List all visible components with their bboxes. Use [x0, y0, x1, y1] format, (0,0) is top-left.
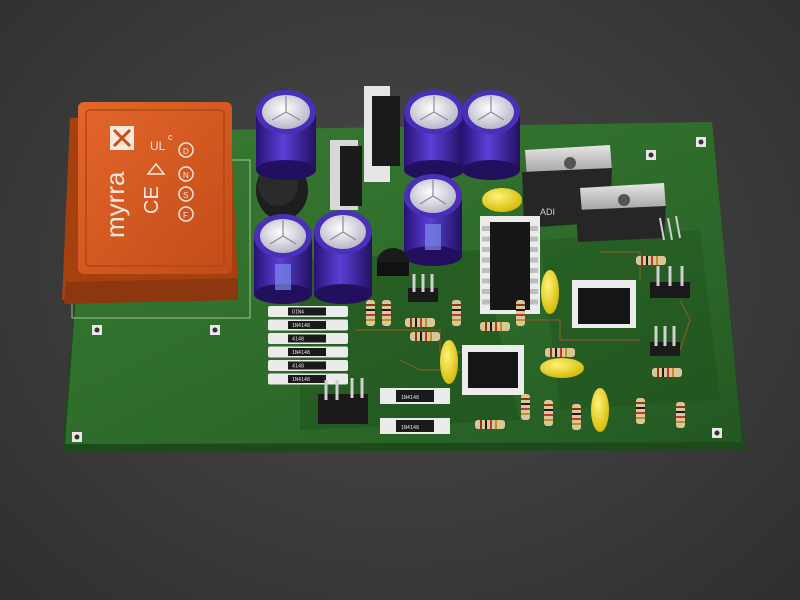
diode: 4148: [268, 333, 348, 344]
certification-marks: CE F S N D UL c: [141, 132, 194, 222]
voltage-regulators-vertical: [330, 86, 400, 210]
diode: 1N4148: [268, 346, 348, 358]
resistor: [382, 300, 391, 326]
ic-pin: [530, 257, 538, 263]
resistor: [572, 404, 581, 430]
dip8-ic-b: [462, 345, 524, 395]
header-right: [650, 266, 690, 298]
ic-pin: [482, 299, 490, 305]
resistor: [480, 322, 510, 331]
svg-text:CE: CE: [141, 186, 163, 214]
diode: DIN4: [268, 306, 348, 317]
resistors: [366, 256, 685, 430]
transformer: myrra CE F S N D UL c: [62, 102, 238, 304]
regulator-2: ADI: [540, 183, 666, 242]
svg-text:1N4148: 1N4148: [401, 395, 419, 401]
capacitor-1: [256, 90, 316, 180]
transformer-logo-icon: [110, 126, 134, 150]
ic-pin: [482, 247, 490, 252]
resistor: [652, 368, 682, 377]
pin-headers: [318, 266, 690, 424]
resistor: [405, 318, 435, 327]
svg-text:myrra: myrra: [100, 171, 130, 238]
ic-pin: [482, 289, 490, 294]
header-top: [408, 274, 438, 302]
regulator-marking: ADI: [540, 207, 555, 217]
transformer-brand-label: myrra: [100, 171, 130, 238]
svg-text:N: N: [183, 171, 189, 180]
transistor: [377, 248, 409, 276]
svg-text:c: c: [168, 132, 173, 142]
ic-pin: [530, 226, 538, 231]
resistor: [452, 300, 461, 326]
resistor: [410, 332, 440, 341]
resistor: [475, 420, 505, 429]
capacitor-5: [254, 214, 312, 304]
resistor: [636, 398, 645, 424]
capacitor-4: [404, 174, 462, 266]
dip8-ic-a: [572, 280, 636, 328]
svg-text:S: S: [183, 191, 188, 200]
ic-pin: [530, 289, 538, 294]
resistor: [521, 394, 530, 420]
resistor: [545, 348, 575, 357]
mounting-holes: [72, 137, 722, 442]
ic-pin: [482, 226, 490, 231]
diode-label: 1N4148: [292, 350, 310, 356]
ic-pin: [482, 268, 490, 273]
diode: 1N4148: [268, 373, 348, 385]
svg-text:1N4148: 1N4148: [401, 425, 419, 431]
resistor: [636, 256, 666, 265]
capacitor-2: [404, 90, 464, 180]
ic-pin: [482, 278, 490, 284]
ic-pin: [482, 236, 490, 242]
header-lower-left: [318, 378, 368, 424]
diode: 4148: [268, 360, 348, 371]
diode-label: DIN4: [292, 310, 304, 316]
diode-label: 4148: [292, 364, 304, 370]
capacitor-6: [314, 210, 372, 304]
power-regulators: ADI: [522, 145, 681, 242]
diode-label: 4148: [292, 337, 304, 343]
ic-pin: [530, 247, 538, 252]
resistor: [516, 300, 525, 326]
dip16-ic: [480, 216, 540, 314]
svg-text:UL: UL: [150, 139, 166, 153]
ic-pin: [530, 236, 538, 242]
svg-text:D: D: [183, 147, 189, 156]
diode-label: 1N4148: [292, 323, 310, 329]
svg-text:F: F: [183, 211, 188, 220]
resistor: [366, 300, 375, 326]
electrolytic-capacitors: [254, 90, 520, 304]
resistor: [544, 400, 553, 426]
ic-pin: [482, 257, 490, 263]
capacitor-3: [462, 90, 520, 180]
header-right-lower: [650, 326, 680, 356]
diode-label: 1N4148: [292, 377, 310, 383]
small-diodes: 1N4148 1N4148: [380, 388, 450, 434]
resistor: [676, 402, 685, 428]
ceramic-capacitors: [440, 188, 609, 432]
ic-pin: [530, 268, 538, 273]
diode-column: DIN4 1N4148 4148 1N4148 4148 1N4148: [268, 306, 348, 385]
ic-pin: [530, 278, 538, 284]
diode: 1N4148: [268, 319, 348, 331]
ic-pin: [530, 299, 538, 305]
